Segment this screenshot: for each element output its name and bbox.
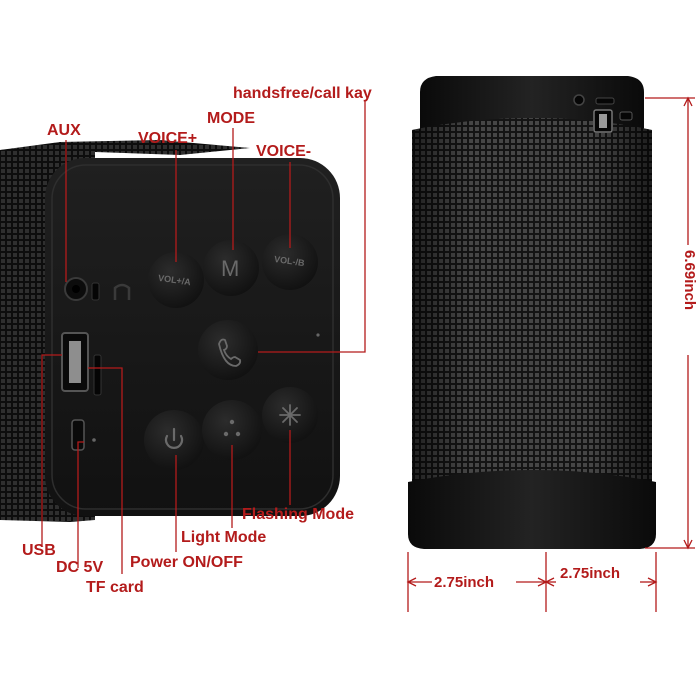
- dc5v-callout: DC 5V: [56, 559, 104, 576]
- aux-callout: AUX: [47, 122, 81, 139]
- top-tf-slot: [595, 97, 615, 105]
- height-dimension-label: 6.69inch: [681, 250, 698, 311]
- light-icon: [223, 419, 241, 437]
- mode-button-label: M: [221, 256, 240, 281]
- tf-card-callout: TF card: [86, 579, 144, 596]
- dimension-lines: [406, 96, 695, 612]
- handsfree-callout: handsfree/call kay: [233, 85, 372, 102]
- right-speaker: [408, 76, 656, 549]
- mode-callout: MODE: [207, 110, 255, 127]
- left-speaker-top-grille: [0, 140, 250, 155]
- voice-plus-callout: VOICE+: [138, 130, 198, 147]
- mode-button: [203, 240, 259, 296]
- voice-minus-callout: VOICE-: [256, 143, 312, 160]
- power-callout: Power ON/OFF: [130, 554, 243, 571]
- right-speaker-bottom-cap: [408, 470, 656, 549]
- callout-lines: [41, 100, 366, 574]
- left-speaker: [0, 140, 340, 522]
- phone-icon: [218, 338, 242, 367]
- width-dimension-label: 2.75inch: [434, 574, 495, 591]
- light-mode-button: [202, 400, 262, 460]
- flash-icon: [279, 404, 301, 426]
- handsfree-button: [198, 320, 258, 380]
- top-dc-port: [619, 111, 633, 121]
- volume-up-button: [148, 252, 204, 308]
- power-icon: [164, 427, 184, 449]
- top-aux-port: [573, 94, 585, 106]
- flashing-mode-callout: Flashing Mode: [242, 506, 354, 523]
- usb-callout: USB: [22, 542, 56, 559]
- light-mode-callout: Light Mode: [181, 529, 267, 546]
- volume-down-button: [262, 234, 318, 290]
- depth-dimension-label: 2.75inch: [560, 565, 621, 582]
- tf-card-slot: [93, 354, 102, 396]
